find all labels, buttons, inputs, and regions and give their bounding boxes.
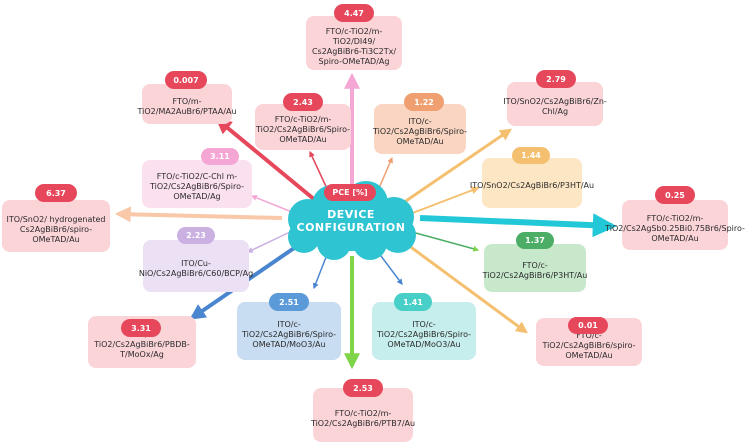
arrow-to-left-purple [246,231,291,253]
node-upper-center-right-badge: 1.22 [404,93,444,111]
node-upper-right-badge: 2.79 [536,70,576,88]
node-mid-right-yellow-badge: 1.44 [512,147,550,164]
node-far-right: FTO/c-TiO2/m-TiO2/Cs2AgSb0.25Bi0.75Br6/S… [605,200,745,250]
node-upper-center-left-label: FTO/c-TiO2/m-TiO2/Cs2AgBiBr6/Spiro-OMeTA… [255,115,351,144]
node-upper-center-left-badge: 2.43 [283,93,323,111]
node-upper-left-a-badge: 0.007 [165,71,207,89]
node-mid-left-pink: FTO/c-TiO2/C-Chl m-TiO2/Cs2AgBiBr6/Spiro… [142,160,252,208]
node-bottom-center: FTO/c-TiO2/m-TiO2/Cs2AgBiBr6/PTB7/Au [310,388,416,442]
node-upper-center-left: FTO/c-TiO2/m-TiO2/Cs2AgBiBr6/Spiro-OMeTA… [255,104,351,150]
center-title: DEVICE CONFIGURATION [278,208,424,234]
node-far-left-badge: 6.37 [35,184,77,202]
node-far-right-badge: 0.25 [655,186,695,204]
node-upper-center-right-label: ITO/c-TiO2/Cs2AgBiBr6/Spiro-OMeTAD/Au [372,117,468,146]
node-mid-right-yellow-label: ITO/SnO2/Cs2AgBiBr6/P3HT/Au [469,181,595,190]
center-title-line1: DEVICE [327,208,375,221]
node-top-center-badge: 4.47 [334,4,374,22]
node-bottom-center-badge: 2.53 [343,379,383,397]
node-bottom-center-label: FTO/c-TiO2/m-TiO2/Cs2AgBiBr6/PTB7/Au [310,408,416,428]
arrow-to-mid-left-pink [250,194,293,213]
arrow-to-far-left [114,206,283,223]
pce-label: PCE [%] [324,184,376,201]
arrow-to-lower-right [407,243,528,334]
node-lower-center-right-label: ITO/c-TiO2/Cs2AgBiBr6/Spiro-OMeTAD/MoO3/… [376,320,472,349]
node-far-right-label: FTO/c-TiO2/m-TiO2/Cs2AgSb0.25Bi0.75Br6/S… [605,213,745,243]
device-configuration-cloud [288,181,416,260]
node-top-center-label: FTO/c-TiO2/m-TiO2/DI49/ Cs2AgBiBr6-Ti3C2… [311,26,397,66]
node-top-center: FTO/c-TiO2/m-TiO2/DI49/ Cs2AgBiBr6-Ti3C2… [306,16,402,70]
node-lower-left-badge: 3.31 [121,319,161,337]
node-left-purple-badge: 2.23 [177,227,215,244]
arrow-to-lower-center-right [377,251,403,285]
node-far-left: ITO/SnO2/ hydrogenated Cs2AgBiBr6/spiro-… [2,200,110,252]
arrow-to-mid-right-yellow [409,186,480,215]
arrow-layer [114,72,617,370]
node-mid-left-pink-label: FTO/c-TiO2/C-Chl m-TiO2/Cs2AgBiBr6/Spiro… [149,171,245,201]
arrow-to-lower-center-left [312,251,329,290]
diagram-stage: DEVICE CONFIGURATION PCE [%] FTO/c-TiO2/… [2,4,745,442]
node-upper-center-right: ITO/c-TiO2/Cs2AgBiBr6/Spiro-OMeTAD/Au [372,104,468,154]
node-left-purple: ITO/Cu-NiO/Cs2AgBiBr6/C60/BCP/Ag [139,240,253,292]
node-upper-left-a-label: FTO/m-TiO2/MA2AuBr6/PTAA/Au [137,97,237,116]
node-upper-right: ITO/SnO2/Cs2AgBiBr6/Zn-Chl/Ag [503,82,607,126]
node-upper-right-label: ITO/SnO2/Cs2AgBiBr6/Zn-Chl/Ag [503,97,607,116]
node-right-green-badge: 1.37 [516,232,554,249]
arrow-to-upper-left-a [215,117,317,202]
node-mid-right-yellow: ITO/SnO2/Cs2AgBiBr6/P3HT/Au [470,158,594,208]
node-lower-center-left-badge: 2.51 [269,293,309,311]
center-title-line2: CONFIGURATION [296,221,406,234]
arrow-to-upper-right [399,128,512,207]
node-lower-center-left-label: ITO/c-TiO2/Cs2AgBiBr6/Spiro-OMeTAD/MoO3/… [241,320,337,349]
node-left-purple-label: ITO/Cu-NiO/Cs2AgBiBr6/C60/BCP/Ag [138,259,254,278]
node-lower-center-right: ITO/c-TiO2/Cs2AgBiBr6/Spiro-OMeTAD/MoO3/… [372,302,476,360]
node-far-left-label: ITO/SnO2/ hydrogenated Cs2AgBiBr6/spiro-… [6,214,106,244]
node-lower-right-badge: 0.01 [568,317,608,334]
node-right-green: FTO/c-TiO2/Cs2AgBiBr6/P3HT/Au [482,244,588,292]
node-lower-right-label: FTO/c-TiO2/Cs2AgBiBr6/spiro-OMeTAD/Au [542,330,636,360]
node-mid-left-pink-badge: 3.11 [201,148,239,165]
node-lower-center-right-badge: 1.41 [394,293,432,311]
node-right-green-label: FTO/c-TiO2/Cs2AgBiBr6/P3HT/Au [482,261,588,280]
node-upper-left-a: FTO/m-TiO2/MA2AuBr6/PTAA/Au [138,84,237,124]
node-lower-center-left: ITO/c-TiO2/Cs2AgBiBr6/Spiro-OMeTAD/MoO3/… [237,302,341,360]
arrow-to-far-right [419,213,617,238]
arrow-to-right-green [411,231,480,252]
